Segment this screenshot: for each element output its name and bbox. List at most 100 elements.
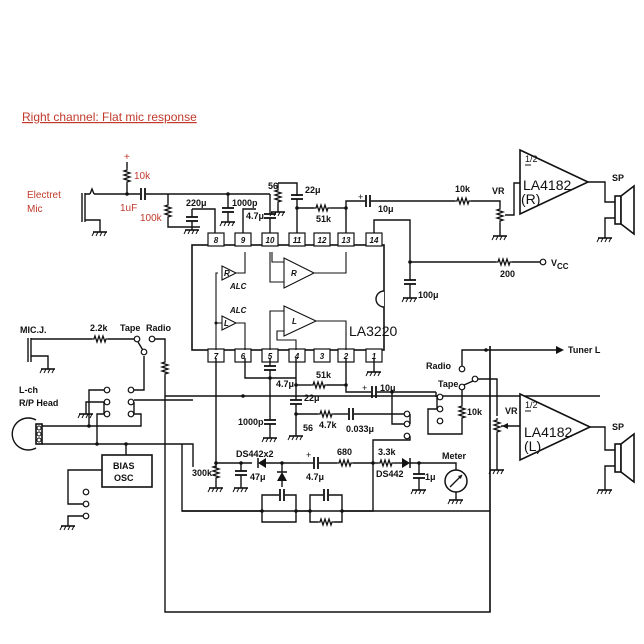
resistor-2-2k <box>91 335 109 343</box>
ic-pin-bottom-box-4 <box>288 348 306 363</box>
label-56-left: 56 <box>303 423 313 433</box>
ic-pin-top-label-10: 10 <box>266 236 275 245</box>
capacitor-1000p-top <box>221 207 235 213</box>
label-300k: 300k <box>192 468 213 478</box>
label-10u-left: 10μ <box>380 383 396 393</box>
label-4-7u-top: 4.7μ <box>246 211 264 221</box>
label-10k-bias: 10k <box>134 171 151 182</box>
ic-pin-top-label-12: 12 <box>318 236 327 245</box>
diode-ds442-b <box>277 472 287 481</box>
switch-terminal-radio[interactable] <box>148 335 156 343</box>
label-10k-l: 10k <box>467 407 483 417</box>
label-22u-left: 22μ <box>304 393 320 403</box>
ic-pin-bottom-label-3: 3 <box>320 352 325 361</box>
ic-pin-top-box-11 <box>288 232 306 247</box>
resistor-200 <box>495 258 513 266</box>
capacitor-4-7u-pin5 <box>263 365 277 371</box>
ic-pin-top-label-8: 8 <box>214 236 219 245</box>
ic-pin-bottom-label-5: 5 <box>268 352 273 361</box>
ic-pin-top-label-9: 9 <box>241 236 246 245</box>
label-2-2k: 2.2k <box>90 323 109 333</box>
label-22u-top: 22μ <box>305 185 321 195</box>
label-51k-left: 51k <box>316 370 332 380</box>
label-100u: 100μ <box>418 290 439 300</box>
label-channel-l: (L) <box>524 438 541 454</box>
ic-pin-bottom-label-7: 7 <box>214 352 219 361</box>
alc-label-l: ALC <box>229 306 247 315</box>
ic-pin-top-label-11: 11 <box>293 236 302 245</box>
label-rp-head: R/P Head <box>19 398 58 408</box>
capacitor-220u <box>185 216 199 222</box>
switch-terminal-radio-l[interactable] <box>458 365 466 373</box>
label-half-l: 1/2 <box>525 400 538 410</box>
pins-bottom: 7 6 5 4 3 2 1 <box>207 348 383 363</box>
resistor-10k-r <box>454 197 472 205</box>
ic-pin-top-box-12 <box>313 232 331 247</box>
label-51k-top: 51k <box>316 214 332 224</box>
alc-l-label: L <box>224 319 229 328</box>
volume-vr-l[interactable] <box>493 417 501 435</box>
speaker-l-icon <box>614 432 635 484</box>
ic-pin-bottom-box-6 <box>234 348 252 363</box>
label-680: 680 <box>337 447 352 457</box>
ic-pin-bottom-label-2: 2 <box>343 352 349 361</box>
capacitor-100u <box>403 279 417 285</box>
resistor-10k-bias <box>123 167 131 185</box>
electret-mic <box>81 187 108 237</box>
ic-pin-bottom-box-3 <box>313 348 331 363</box>
arrow-tuner-icon <box>556 346 564 354</box>
label-3-3k: 3.3k <box>378 447 397 457</box>
switch-lever-l[interactable] <box>463 380 474 386</box>
ic-pin-top-box-8 <box>207 232 225 247</box>
label-200: 200 <box>500 269 515 279</box>
alc-r-label: R <box>224 269 230 278</box>
capacitor-47u <box>234 470 248 476</box>
label-channel-r: (R) <box>521 191 540 207</box>
label-4-7u-meter: 4.7μ <box>306 472 324 482</box>
ic-pin-top-box-10 <box>261 232 279 247</box>
switch-terminal-tape[interactable] <box>133 335 141 343</box>
ic-pin-top-box-13 <box>337 232 355 247</box>
label-half-r: 1/2 <box>525 154 538 164</box>
volume-vr-r[interactable] <box>496 206 504 224</box>
label-vr-l: VR <box>505 406 518 416</box>
label-4-7u-pin5: 4.7μ <box>276 379 294 389</box>
bias-osc-block <box>101 454 153 488</box>
ic-pin-top-label-13: 13 <box>342 236 351 245</box>
label-1u: 1μ <box>425 472 436 482</box>
label-sp-r: SP <box>612 173 624 183</box>
resistor-radio-bias <box>161 359 169 377</box>
diode-ds442-meter <box>402 458 410 468</box>
capacitor-0-033u <box>348 407 354 421</box>
ic-pin-bottom-label-4: 4 <box>294 352 300 361</box>
label-radio-input: Radio <box>146 323 172 333</box>
plus-sign: + <box>362 383 367 393</box>
resistor-51k-left <box>310 381 328 389</box>
resistor-100k <box>164 202 172 220</box>
label-la4182-l: LA4182 <box>524 424 572 440</box>
label-10u-top: 10μ <box>378 204 394 214</box>
label-0-033u: 0.033μ <box>346 424 374 434</box>
label-la4182-r: LA4182 <box>523 177 571 193</box>
alc-label-r: ALC <box>229 282 247 291</box>
label-4-7k: 4.7k <box>319 420 338 430</box>
resistor-4-7k <box>317 410 335 418</box>
label-l-ch: L-ch <box>19 385 38 395</box>
label-meter: Meter <box>442 451 467 461</box>
diagram-title: Right channel: Flat mic response <box>22 110 197 124</box>
label-vcc: VCC <box>551 258 569 271</box>
label-la3220: LA3220 <box>349 323 397 339</box>
ic-pin-top-box-9 <box>234 232 252 247</box>
mic-jack-icon <box>27 338 49 369</box>
ic-pin-top-label-14: 14 <box>370 236 379 245</box>
label-mic-jack: MIC.J. <box>20 325 47 335</box>
ic-pin-bottom-label-1: 1 <box>372 352 377 361</box>
ic-pin-bottom-label-6: 6 <box>241 352 246 361</box>
label-bias: BIAS <box>113 461 135 471</box>
resistor-filter <box>317 518 335 526</box>
ic-pin-top-box-14 <box>365 232 383 247</box>
amplifier-la4182-l <box>519 392 592 462</box>
label-tape-l: Tape <box>438 379 458 389</box>
capacitor-22u-left <box>289 399 303 405</box>
